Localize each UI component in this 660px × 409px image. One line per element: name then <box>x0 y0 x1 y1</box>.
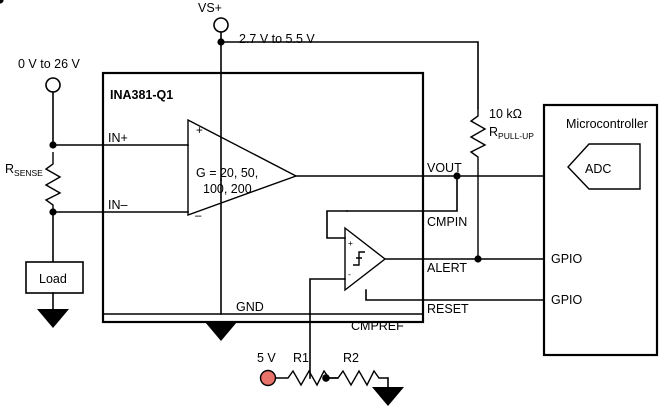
device-name-label: INA381-Q1 <box>110 88 173 102</box>
amplifier-triangle <box>187 118 298 216</box>
junction-dot-alert <box>0 0 4 4</box>
wire-reset <box>365 289 545 301</box>
vs-plus-terminal <box>213 17 229 33</box>
sense-resistor-symbol <box>44 152 62 212</box>
five-volt-terminal <box>259 369 277 387</box>
bus-voltage-label: 0 V to 26 V <box>18 57 81 71</box>
r2-label: R2 <box>343 351 359 365</box>
gain-label-line1: G = 20, 50, <box>196 166 258 180</box>
junction-dot-inplus <box>49 141 57 149</box>
supply-range-label: 2.7 V to 5.5 V <box>239 32 315 46</box>
microcontroller-box <box>542 103 659 357</box>
opamp-plus-label: + <box>196 125 203 137</box>
comparator-triangle <box>344 226 387 292</box>
ina381-device-box <box>101 71 425 324</box>
wire-comparator-minus-to-cmpref <box>309 278 346 315</box>
pin-label-inminus: IN– <box>108 198 128 212</box>
cmpref-label: CMPREF <box>351 319 404 333</box>
r1-label: R1 <box>293 351 309 365</box>
comparator-minus-label: - <box>348 269 351 279</box>
opamp-minus-label: – <box>195 210 202 222</box>
ground-symbol-load <box>37 309 69 328</box>
ground-symbol-device <box>205 322 237 341</box>
r2-resistor-symbol <box>326 369 388 387</box>
pullup-resistor-symbol <box>469 108 487 259</box>
pin-label-alert: ALERT <box>427 261 467 275</box>
adc-block-shape <box>567 143 641 190</box>
wire-vout-to-cmpin <box>346 175 458 212</box>
pin-label-reset: RESET <box>427 302 469 316</box>
load-label: Load <box>39 272 67 286</box>
wire-cmpin-to-comparator-plus <box>326 210 348 239</box>
load-box <box>25 261 84 294</box>
vs-plus-label: VS+ <box>198 1 222 15</box>
pullup-name-label: RPULL-UP <box>489 125 534 141</box>
pin-label-cmpin: CMPIN <box>427 215 467 229</box>
pin-label-inplus: IN+ <box>108 131 128 145</box>
five-volt-label: 5 V <box>257 351 276 365</box>
bus-voltage-terminal <box>45 77 61 93</box>
pin-label-gnd: GND <box>236 300 264 314</box>
sense-resistor-label: RSENSE <box>5 162 43 178</box>
mcu-pin-label-gpio-reset: GPIO <box>551 293 583 307</box>
comparator-plus-label: + <box>348 238 353 248</box>
gain-label-line2: 100, 200 <box>203 182 252 196</box>
hysteresis-icon <box>353 251 365 266</box>
pullup-value-label: 10 kΩ <box>489 107 522 121</box>
microcontroller-label: Microcontroller <box>566 117 648 131</box>
wire-supply-rail-to-pullup <box>220 41 479 109</box>
pin-label-vout: VOUT <box>427 161 462 175</box>
ground-symbol-divider <box>372 387 404 406</box>
mcu-pin-label-gpio-alert: GPIO <box>551 252 583 266</box>
adc-label: ADC <box>585 162 611 176</box>
